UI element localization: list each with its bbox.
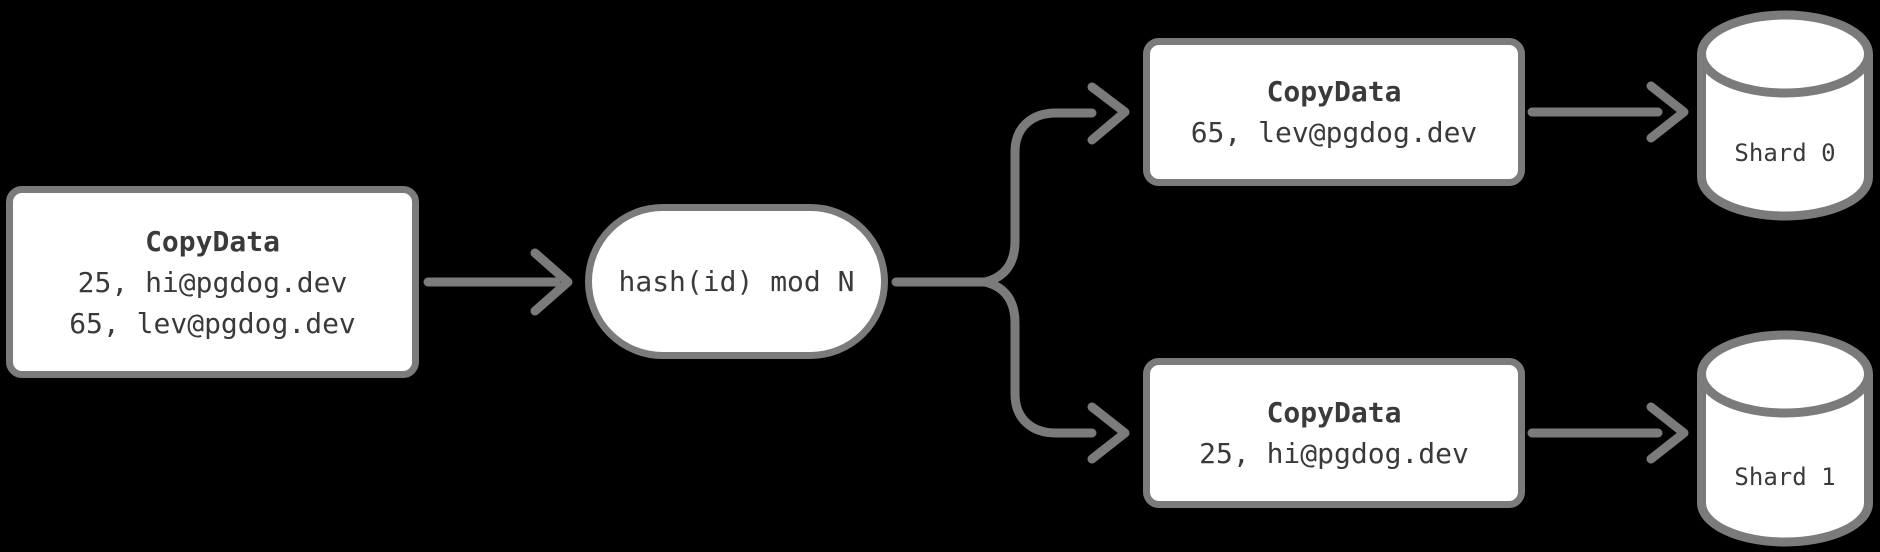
copydata-title: CopyData xyxy=(1266,75,1402,108)
copydata-title: CopyData xyxy=(145,224,280,258)
arrow-topbox-to-shard0 xyxy=(1527,81,1689,143)
node-hash-router: hash(id) mod N xyxy=(585,204,888,359)
copydata-row: 65, lev@pgdog.dev xyxy=(1190,116,1478,149)
arrow-bottombox-to-shard1 xyxy=(1527,402,1689,464)
arrowhead-icon xyxy=(1646,81,1689,143)
arrow-input-to-router xyxy=(423,248,573,316)
node-copydata-shard0: CopyData 65, lev@pgdog.dev xyxy=(1143,38,1525,186)
copydata-row: 25, hi@pgdog.dev xyxy=(1199,437,1469,470)
hash-router-label: hash(id) mod N xyxy=(618,265,855,298)
copydata-row: 65, lev@pgdog.dev xyxy=(69,306,356,340)
arrowhead-icon xyxy=(530,248,573,316)
shard-label: Shard 0 xyxy=(1734,139,1836,168)
arrow-shaft xyxy=(980,108,1097,287)
arrow-shaft xyxy=(980,277,1097,438)
database-cylinder-icon xyxy=(1697,330,1873,547)
copydata-title: CopyData xyxy=(1266,396,1402,429)
arrowhead-icon xyxy=(1087,82,1130,145)
arrow-router-to-shards-fork xyxy=(891,82,1130,464)
shard-label: Shard 1 xyxy=(1734,463,1836,492)
database-cylinder-icon xyxy=(1697,10,1873,221)
node-copydata-shard1: CopyData 25, hi@pgdog.dev xyxy=(1143,358,1525,508)
copydata-row: 25, hi@pgdog.dev xyxy=(77,265,348,299)
node-copydata-input: CopyData 25, hi@pgdog.dev 65, lev@pgdog.… xyxy=(6,186,419,378)
node-shard0-database: Shard 0 xyxy=(1697,6,1873,221)
arrowhead-icon xyxy=(1087,402,1130,464)
node-shard1-database: Shard 1 xyxy=(1697,326,1873,547)
arrowhead-icon xyxy=(1646,402,1689,464)
